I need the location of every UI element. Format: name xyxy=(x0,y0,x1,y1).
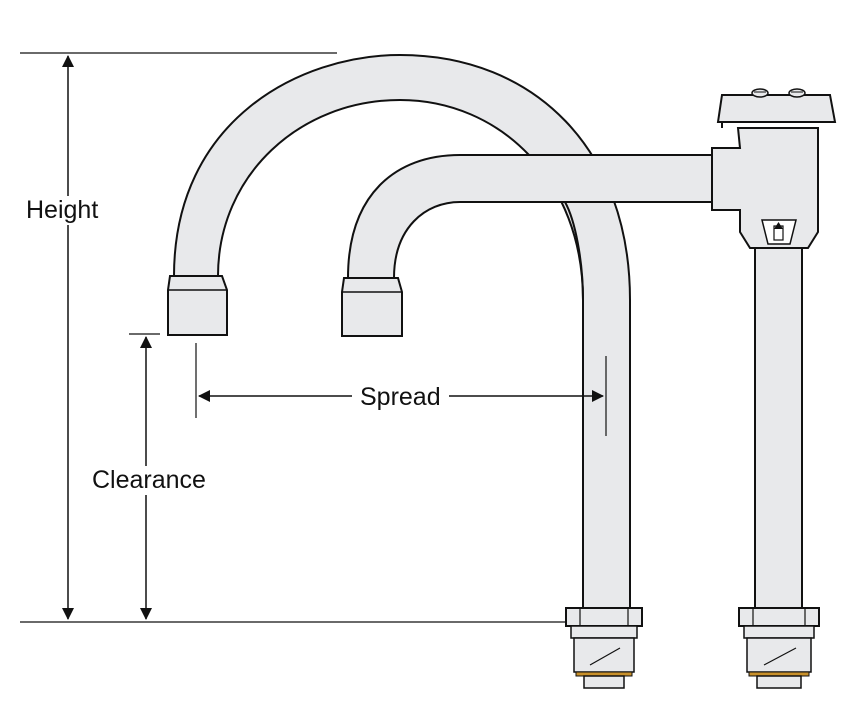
tall-spout-fitting xyxy=(565,607,643,689)
tall-spout xyxy=(167,53,631,609)
spread-label: Spread xyxy=(352,383,449,412)
valve-cap xyxy=(716,94,837,123)
up-arrow-icon xyxy=(761,219,797,245)
screw-head-icon xyxy=(751,88,806,98)
short-spout xyxy=(341,154,716,337)
dimension-lines xyxy=(20,52,607,623)
valve-pipe-fitting xyxy=(738,607,820,689)
valve-assembly xyxy=(711,88,837,609)
clearance-label: Clearance xyxy=(90,466,208,495)
tall-spout-nozzle xyxy=(167,275,228,336)
short-spout-nozzle xyxy=(341,277,403,337)
height-label: Height xyxy=(24,196,101,225)
